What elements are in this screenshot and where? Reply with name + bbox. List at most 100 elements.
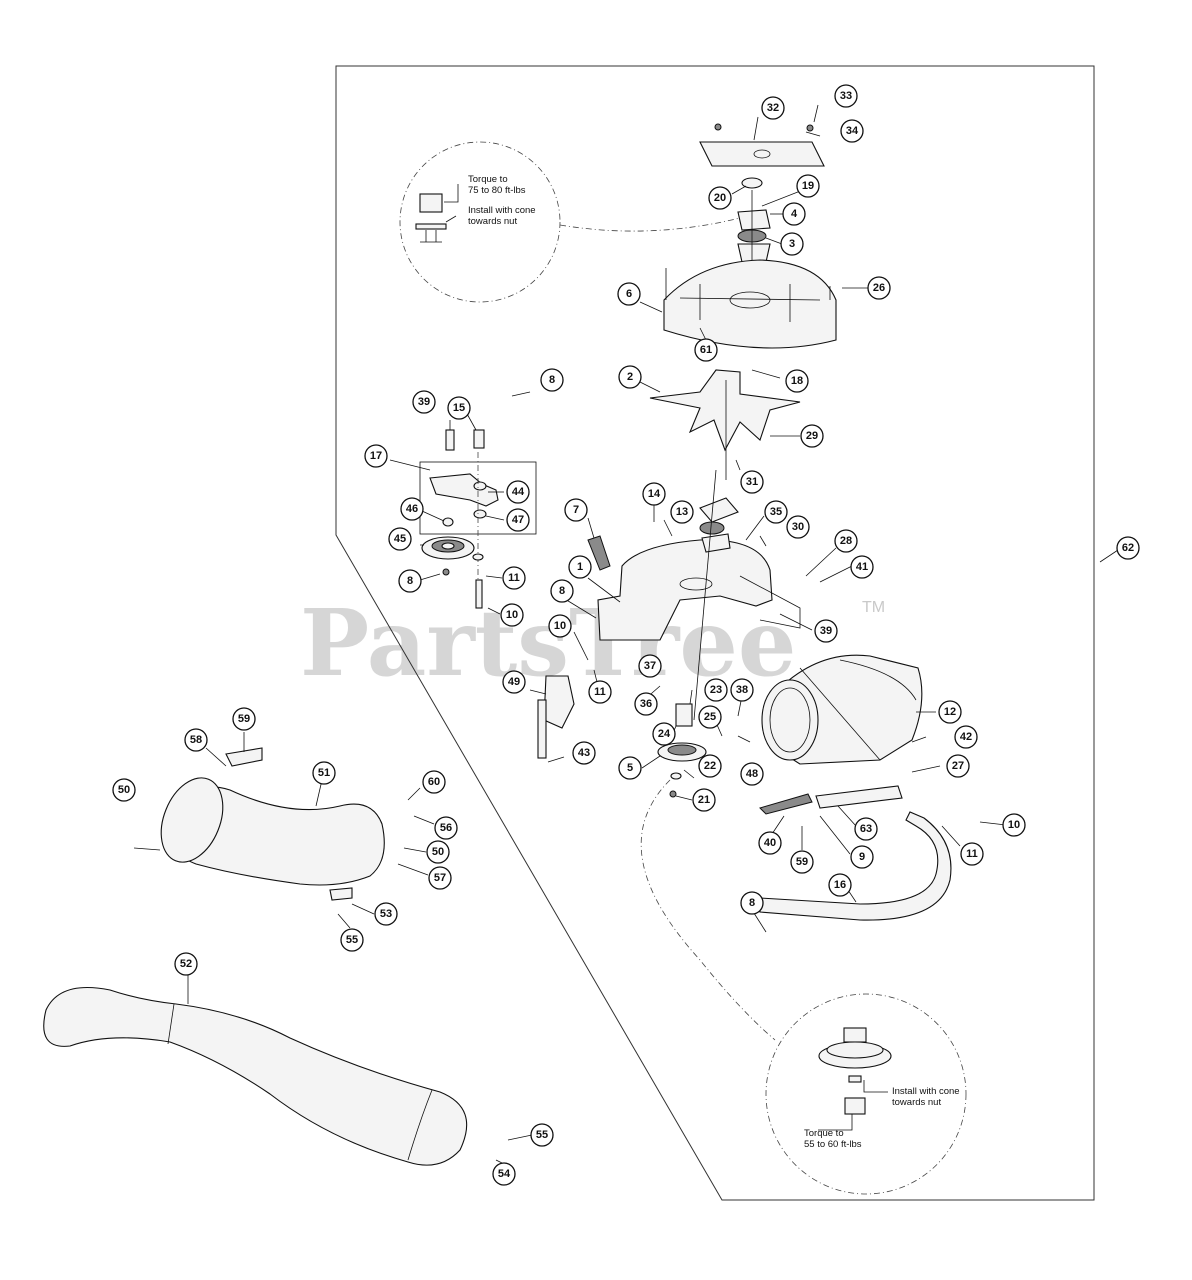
detail-circle-bottom xyxy=(765,993,967,1195)
callout-11c: 11 xyxy=(960,842,984,866)
svg-text:37: 37 xyxy=(644,660,656,672)
strip-63 xyxy=(815,785,903,809)
svg-text:5: 5 xyxy=(627,762,633,774)
svg-text:29: 29 xyxy=(806,430,818,442)
idler-pulley xyxy=(421,536,475,576)
chute-bracket xyxy=(537,675,575,759)
discharge-tube xyxy=(43,986,468,1166)
callout-61: 61 xyxy=(694,338,718,362)
callout-62: 62 xyxy=(1116,536,1140,560)
svg-text:51: 51 xyxy=(318,767,330,779)
callout-43: 43 xyxy=(572,741,596,765)
callout-16: 16 xyxy=(828,873,852,897)
svg-text:34: 34 xyxy=(846,125,859,137)
svg-text:8: 8 xyxy=(407,575,413,587)
svg-text:11: 11 xyxy=(594,686,606,698)
callout-23: 23 xyxy=(704,678,728,702)
svg-text:57: 57 xyxy=(434,872,446,884)
svg-text:58: 58 xyxy=(190,734,202,746)
svg-text:50: 50 xyxy=(118,784,130,796)
callout-3: 3 xyxy=(780,232,804,256)
fan-housing xyxy=(663,259,837,349)
chute-elbow xyxy=(160,747,385,901)
svg-text:62: 62 xyxy=(1122,542,1134,554)
callout-8b: 8 xyxy=(398,569,422,593)
callout-11b: 11 xyxy=(588,680,612,704)
impeller xyxy=(649,369,801,480)
callout-50b: 50 xyxy=(426,840,450,864)
svg-text:41: 41 xyxy=(856,561,868,573)
callout-47: 47 xyxy=(506,508,530,532)
handle-bar xyxy=(759,811,952,921)
svg-text:2: 2 xyxy=(627,371,633,383)
callout-39a: 39 xyxy=(412,390,436,414)
svg-text:47: 47 xyxy=(512,514,524,526)
callout-32: 32 xyxy=(761,96,785,120)
callout-59b: 59 xyxy=(232,707,256,731)
top-plate xyxy=(699,123,825,167)
svg-text:4: 4 xyxy=(791,208,798,220)
callout-31: 31 xyxy=(740,470,764,494)
svg-text:15: 15 xyxy=(453,402,465,414)
svg-text:50: 50 xyxy=(432,846,444,858)
discharge-outlet xyxy=(761,654,923,765)
svg-text:59: 59 xyxy=(796,856,808,868)
svg-text:18: 18 xyxy=(791,375,803,387)
svg-text:24: 24 xyxy=(658,728,671,740)
svg-text:8: 8 xyxy=(549,374,555,386)
callout-53: 53 xyxy=(374,902,398,926)
svg-text:44: 44 xyxy=(512,486,525,498)
callout-26: 26 xyxy=(867,276,891,300)
callout-41: 41 xyxy=(850,555,874,579)
callout-52: 52 xyxy=(174,952,198,976)
callout-11a: 11 xyxy=(502,566,526,590)
svg-text:49: 49 xyxy=(508,676,520,688)
callout-38: 38 xyxy=(730,678,754,702)
svg-text:31: 31 xyxy=(746,476,758,488)
detail-leader-bottom xyxy=(640,779,776,1041)
watermark-trademark: TM xyxy=(862,599,885,616)
svg-text:22: 22 xyxy=(704,760,716,772)
svg-text:55: 55 xyxy=(346,934,358,946)
callout-45: 45 xyxy=(388,527,412,551)
svg-text:52: 52 xyxy=(180,958,192,970)
callout-42: 42 xyxy=(954,725,978,749)
callout-36: 36 xyxy=(634,692,658,716)
svg-text:6: 6 xyxy=(626,288,632,300)
callout-59a: 59 xyxy=(790,850,814,874)
callout-12: 12 xyxy=(938,700,962,724)
callout-10b: 10 xyxy=(548,614,572,638)
callout-13: 13 xyxy=(670,500,694,524)
svg-text:8: 8 xyxy=(749,897,755,909)
svg-text:8: 8 xyxy=(559,585,565,597)
svg-text:33: 33 xyxy=(840,90,852,102)
svg-text:39: 39 xyxy=(820,625,832,637)
svg-text:60: 60 xyxy=(428,776,440,788)
callout-55b: 55 xyxy=(530,1123,554,1147)
callout-8c: 8 xyxy=(550,579,574,603)
svg-text:20: 20 xyxy=(714,192,726,204)
svg-text:55: 55 xyxy=(536,1129,548,1141)
svg-text:14: 14 xyxy=(648,488,661,500)
svg-text:7: 7 xyxy=(573,504,579,516)
callout-54: 54 xyxy=(492,1162,516,1186)
svg-text:23: 23 xyxy=(710,684,722,696)
svg-text:1: 1 xyxy=(577,561,583,573)
svg-text:45: 45 xyxy=(394,533,406,545)
spring xyxy=(587,535,611,571)
callout-49: 49 xyxy=(502,670,526,694)
callout-40: 40 xyxy=(758,831,782,855)
svg-text:25: 25 xyxy=(704,711,716,723)
callout-56: 56 xyxy=(434,816,458,840)
callout-10c: 10 xyxy=(1002,813,1026,837)
svg-text:26: 26 xyxy=(873,282,885,294)
svg-text:11: 11 xyxy=(508,572,520,584)
callout-63: 63 xyxy=(854,817,878,841)
svg-text:32: 32 xyxy=(767,102,779,114)
svg-text:59: 59 xyxy=(238,713,250,725)
callout-35: 35 xyxy=(764,500,788,524)
callout-27: 27 xyxy=(946,754,970,778)
svg-text:17: 17 xyxy=(370,450,382,462)
callout-60: 60 xyxy=(422,770,446,794)
